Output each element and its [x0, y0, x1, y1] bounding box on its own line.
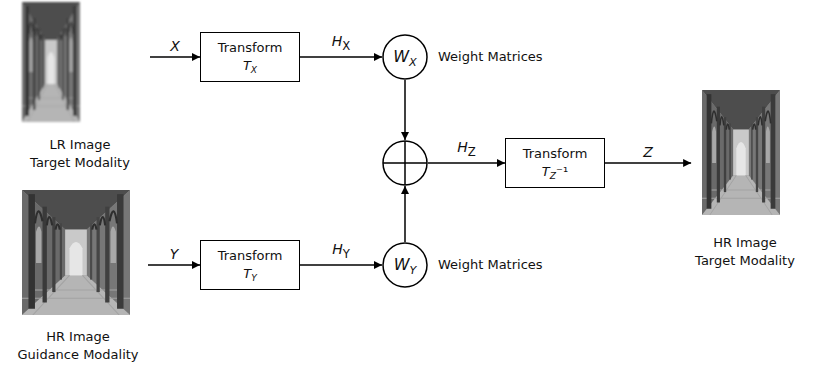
image-panel: HR Image Guidance Modality	[8, 188, 148, 364]
signal-label: HZ	[455, 139, 478, 160]
hr-photo	[702, 90, 780, 215]
weight-symbol: WY	[394, 255, 417, 275]
signal-arrow	[428, 162, 505, 164]
signal-arrow	[404, 80, 406, 140]
lr-photo	[22, 2, 80, 122]
image-caption: HR Image Target Modality	[695, 234, 795, 270]
image-panel: LR Image Target Modality	[10, 2, 150, 172]
plus-sign	[383, 141, 427, 185]
signal-arrow	[300, 56, 382, 58]
guidance-photo	[22, 190, 130, 315]
transform-box: Transform TY	[200, 240, 300, 290]
signal-label: HX	[330, 33, 353, 54]
image-caption: HR Image Guidance Modality	[17, 328, 138, 364]
sum-outline	[382, 140, 428, 186]
weight-circle: WX	[382, 34, 428, 80]
transform-box: Transform TZ⁻¹	[505, 138, 605, 188]
signal-arrow	[300, 264, 382, 266]
image-caption: LR Image Target Modality	[30, 136, 130, 172]
signal-label: HY	[330, 241, 352, 262]
box-label: Transform TY	[218, 247, 283, 283]
transform-box: Transform TX	[200, 32, 300, 82]
box-label: Transform TZ⁻¹	[523, 145, 588, 181]
circle-outline	[383, 35, 427, 79]
signal-label: Y	[168, 246, 181, 262]
circle-outline	[383, 141, 427, 185]
box-label: Transform TX	[218, 39, 283, 75]
sum-circle	[382, 140, 428, 186]
signal-arrow	[404, 186, 406, 242]
annotation-label: Weight Matrices	[438, 256, 543, 274]
annotation-label: Weight Matrices	[438, 48, 543, 66]
weight-symbol: WX	[393, 47, 417, 67]
image-panel: HR Image Target Modality	[691, 88, 799, 270]
circle-outline	[383, 243, 427, 287]
weight-circle: WY	[382, 242, 428, 288]
signal-arrow	[150, 56, 200, 58]
signal-label: Z	[641, 144, 655, 160]
signal-label: X	[168, 38, 182, 54]
signal-arrow	[148, 264, 200, 266]
signal-arrow	[605, 162, 691, 164]
